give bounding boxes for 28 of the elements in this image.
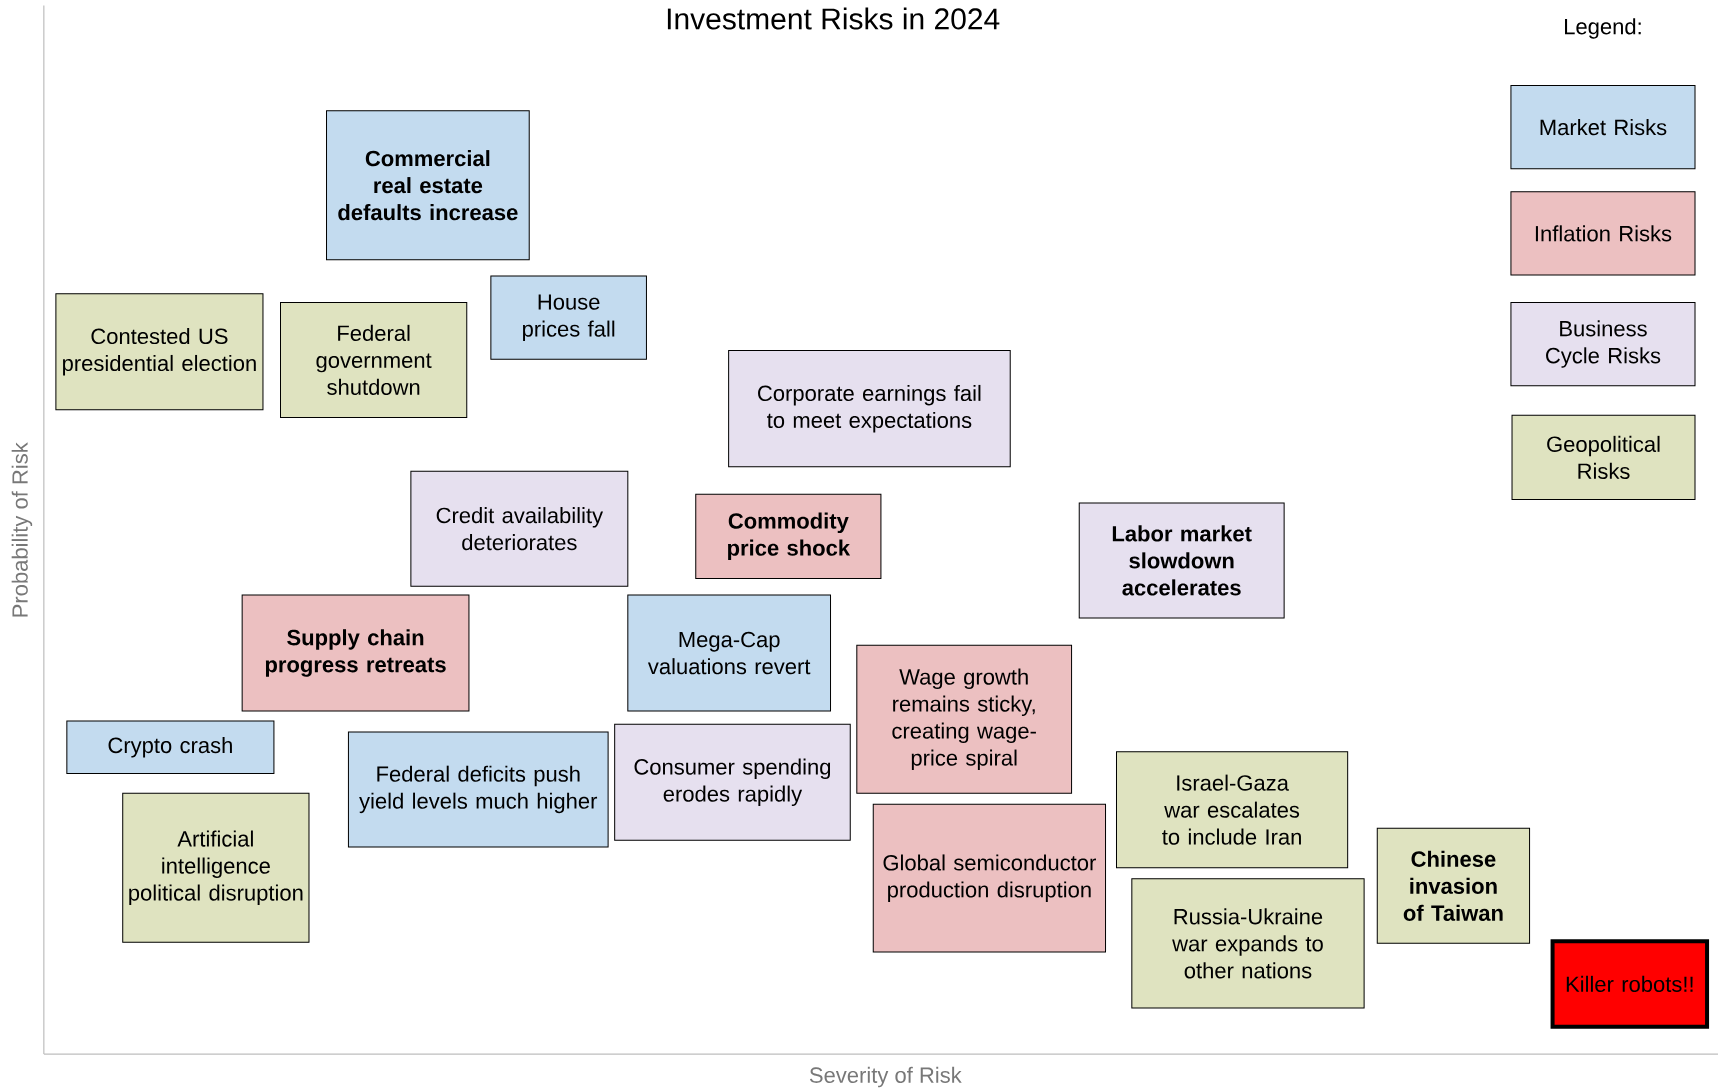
risk-box: Mega-Cap valuations revert (627, 594, 831, 712)
risk-box: Israel-Gaza war escalates to include Iran (1116, 751, 1349, 869)
risk-box: Federal deficits push yield levels much higher (347, 731, 609, 848)
risk-box: Crypto crash (66, 720, 275, 775)
chart-title: Investment Risks in 2024 (667, 7, 1000, 30)
risk-box: Credit availability deteriorates (410, 470, 629, 587)
risk-box: Commercial real estate defaults increase (326, 110, 530, 261)
risk-box: Corporate earnings fail to meet expectations (728, 350, 1011, 468)
legend-box: Business Cycle Risks (1510, 301, 1696, 387)
legend-box: Inflation Risks (1510, 191, 1696, 276)
risk-box: Wage growth remains sticky, creating wage-price spiral (856, 644, 1073, 794)
risk-box: Chinese invasion of Taiwan (1376, 827, 1531, 944)
legend-box: Geopolitical Risks (1511, 414, 1696, 501)
axis-label: Severity of Risk (809, 1066, 962, 1088)
axis-label: Probability of Risk (11, 442, 33, 617)
risk-box: Global semiconductor production disruption (872, 803, 1107, 953)
legend-heading: Legend: (1565, 18, 1641, 39)
risk-box: Labor market slowdown accelerates (1078, 502, 1285, 619)
risk-box: Commodity price shock (695, 493, 882, 579)
risk-box: Contested US presidential election (55, 293, 264, 411)
highlight-box: Killer robots!! (1550, 939, 1710, 1029)
legend-box: Market Risks (1510, 84, 1696, 170)
risk-box: House prices fall (490, 275, 647, 360)
risk-box: Supply chain progress retreats (241, 594, 470, 712)
risk-box: Russia-Ukraine war expands to other nations (1131, 878, 1365, 1009)
risk-box: Artificial intelligence political disruption (122, 792, 310, 943)
risk-box: Federal government shutdown (280, 301, 468, 418)
risk-box: Consumer spending erodes rapidly (614, 723, 851, 841)
